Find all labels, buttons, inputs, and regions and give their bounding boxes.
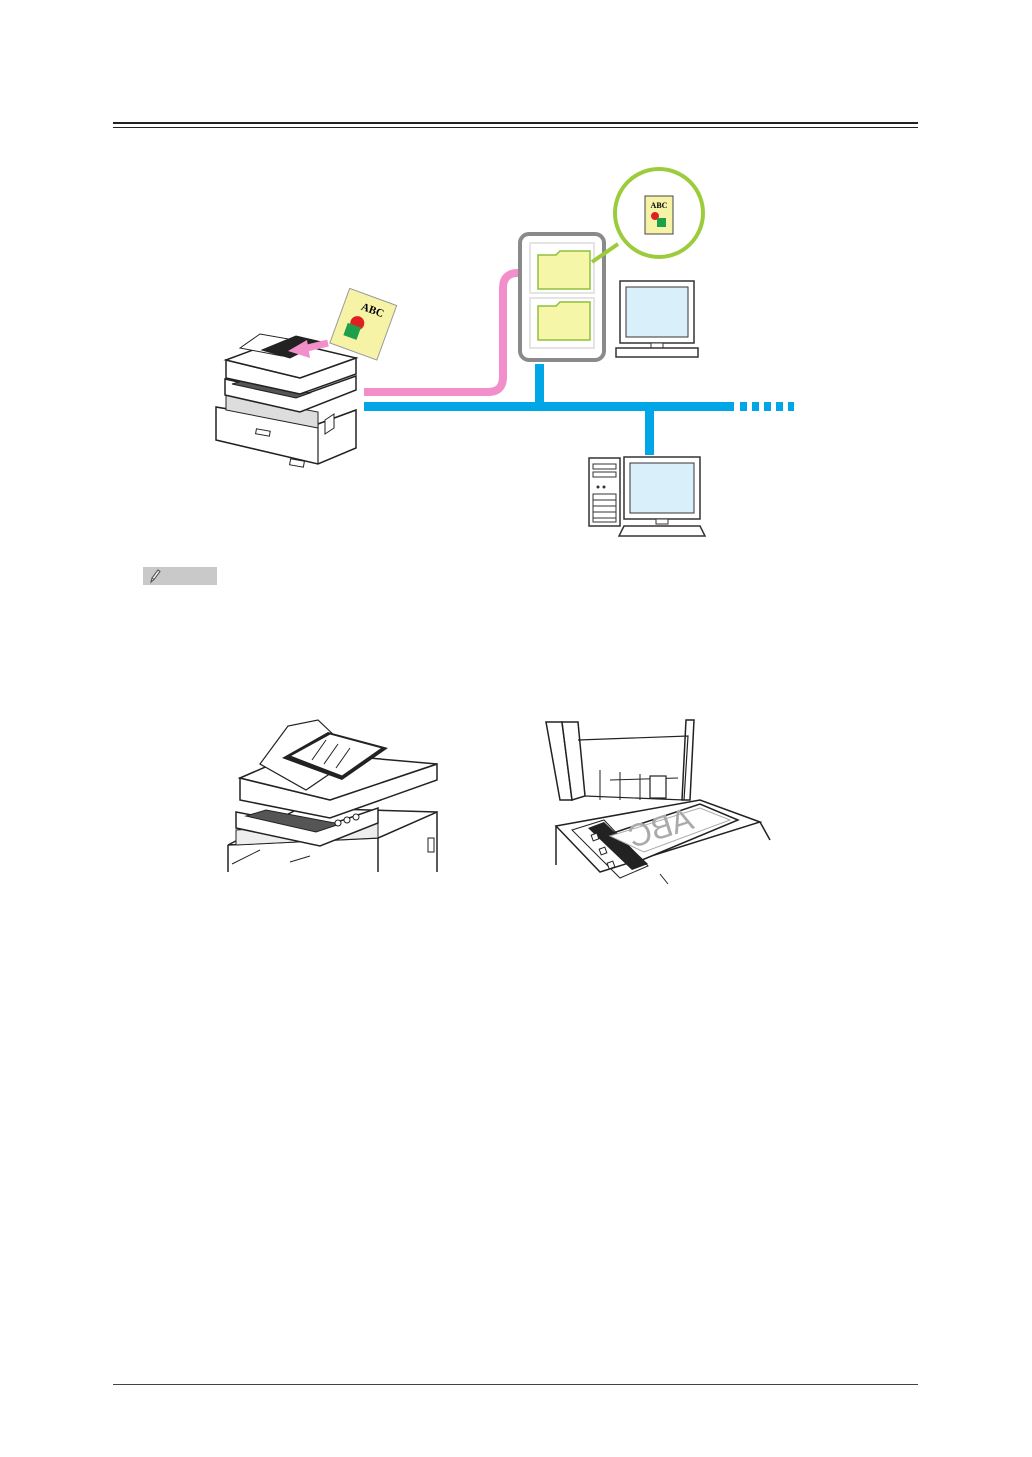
document-sheet: ABC bbox=[330, 288, 397, 360]
server-folder-box bbox=[520, 234, 604, 360]
folder-icon bbox=[538, 251, 590, 289]
footer-rule bbox=[113, 1384, 918, 1385]
desktop-computer-icon bbox=[589, 457, 705, 536]
network-line bbox=[364, 364, 794, 455]
mfp-printer-icon bbox=[216, 334, 356, 467]
glass-placement-illustration: ABC bbox=[546, 720, 770, 884]
callout-doc-label: ABC bbox=[651, 201, 668, 210]
monitor-icon bbox=[616, 281, 698, 357]
folder-icon bbox=[538, 302, 590, 340]
note-badge bbox=[143, 567, 217, 585]
network-scan-diagram: ABC bbox=[0, 0, 1032, 900]
pencil-note-icon bbox=[147, 568, 163, 584]
adf-loading-illustration bbox=[228, 720, 437, 872]
callout-bubble: ABC bbox=[592, 169, 703, 262]
